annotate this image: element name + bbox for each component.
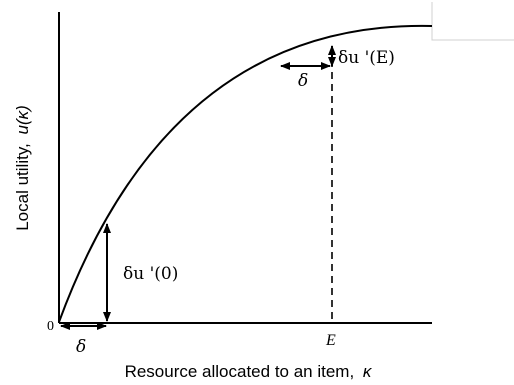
delta-top-label: δ <box>298 71 308 91</box>
x-axis-title: Resource allocated to an item, κ <box>125 362 373 381</box>
origin-label: 0 <box>47 319 54 334</box>
y-axis-title-var: u(κ) <box>13 105 32 134</box>
x-axis-title-text: Resource allocated to an item, <box>125 362 355 381</box>
delta-bottom-label: δ <box>76 337 86 357</box>
e-tick-label: E <box>325 332 336 349</box>
y-axis-title-text: Local utility, <box>13 143 32 231</box>
utility-curve <box>58 24 433 323</box>
marginal-e-label: δu '(E) <box>338 48 395 68</box>
x-axis-title-var: κ <box>363 362 373 381</box>
corner-frame <box>431 2 514 41</box>
y-axis-title: Local utility, u(κ) <box>13 105 32 231</box>
marginal-zero-label: δu '(0) <box>123 264 178 284</box>
